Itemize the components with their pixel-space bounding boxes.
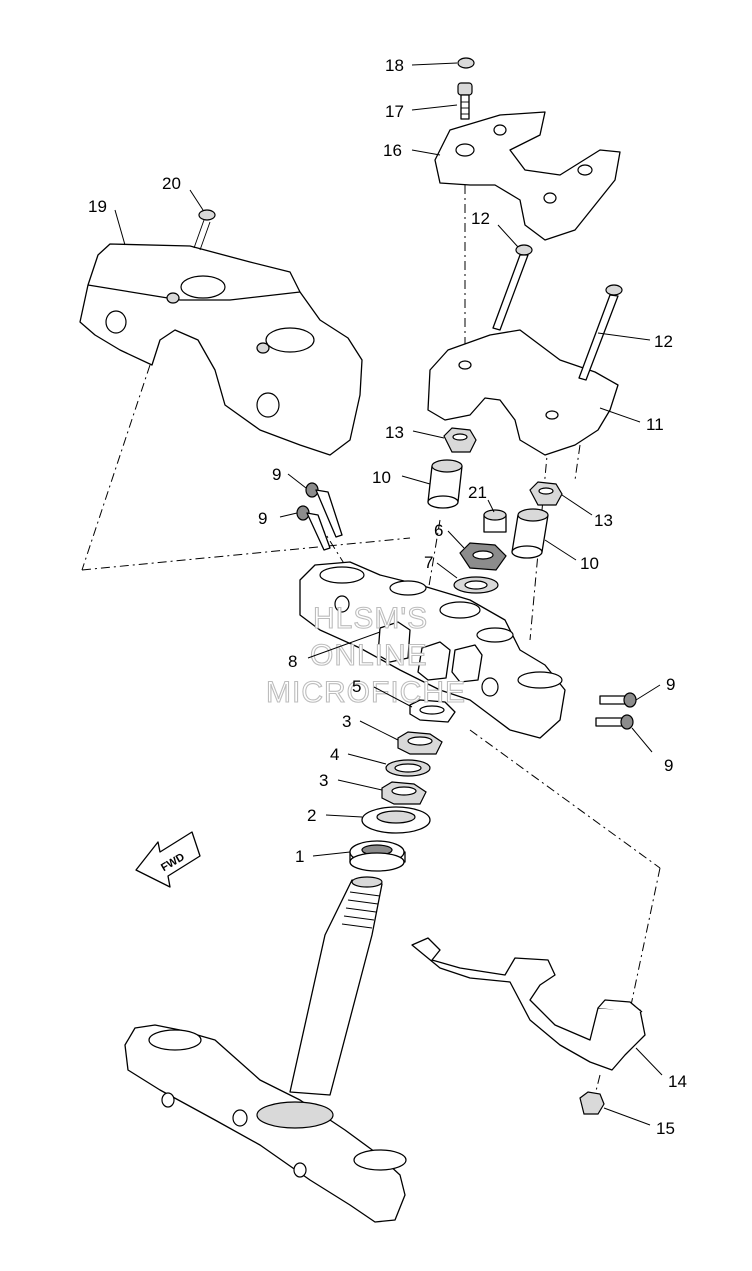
fwd-arrow-icon: FWD [135,831,201,888]
upper-bracket-8 [299,561,566,739]
callout-14: 14 [668,1072,687,1091]
ring-nut-3-lower [381,781,427,805]
callout-16: 16 [383,141,402,160]
washer-7 [453,576,499,594]
cap-18 [457,57,475,69]
callout-7: 7 [424,553,433,572]
ring-nut-3-upper [397,731,443,755]
callout-13-left: 13 [385,423,404,442]
callout-1: 1 [295,847,304,866]
callout-21: 21 [468,483,487,502]
watermark-line-3: MICROFICHE [266,676,466,709]
callout-9-upper-1: 9 [272,465,281,484]
callout-3-upper: 3 [342,712,351,731]
callout-2: 2 [307,806,316,825]
steering-stem [124,876,407,1223]
bearing-1 [349,840,406,872]
callout-17: 17 [385,102,404,121]
handlebar-cover-19 [79,243,363,456]
leader-lines [114,62,663,1126]
callout-9-lower-2: 9 [664,756,673,775]
washer-4 [385,759,431,777]
callout-13-right: 13 [594,511,613,530]
callout-3-lower: 3 [319,771,328,790]
watermark-line-1: HLSM'S [313,602,428,635]
bolt-12-right [578,284,623,381]
callout-10-left: 10 [372,468,391,487]
callout-9-upper-2: 9 [258,509,267,528]
callout-10-right: 10 [580,554,599,573]
callout-4: 4 [330,745,339,764]
callout-6: 6 [434,521,443,540]
bolt-17 [457,82,473,120]
dust-seal-2 [361,806,431,834]
bolt-9-lower-1 [599,692,637,708]
callout-9-lower-1: 9 [666,675,675,694]
callout-12-upper: 12 [471,209,490,228]
ring-5 [409,699,456,723]
bolt-9-upper-2 [296,505,331,551]
nut-6 [459,542,507,571]
upper-clamp-16 [434,111,621,241]
bolt-12-left [492,244,533,331]
screw-20 [193,209,216,251]
bushing-10-right [511,508,549,559]
collar-21 [483,509,507,533]
callout-19: 19 [88,197,107,216]
callout-15: 15 [656,1119,675,1138]
callout-8: 8 [288,652,297,671]
callout-18: 18 [385,56,404,75]
watermark: HLSM'S ONLINE MICROFICHE [265,601,466,709]
callout-5: 5 [352,677,361,696]
bolt-9-lower-2 [595,714,634,730]
callout-20: 20 [162,174,181,193]
hose-guide-14 [411,937,646,1071]
watermark-line-2: ONLINE [310,639,428,672]
nut-13-right [529,481,563,506]
nut-13-left [443,427,477,453]
lower-clamp-11 [427,329,619,456]
bolt-9-upper-1 [305,482,343,538]
nut-15 [579,1091,605,1115]
callout-numbers: 18 17 16 20 19 12 12 11 13 10 9 9 21 13 … [88,56,687,1138]
callout-11: 11 [646,415,664,434]
bushing-10-left [427,459,463,509]
callout-12-right: 12 [654,332,673,351]
